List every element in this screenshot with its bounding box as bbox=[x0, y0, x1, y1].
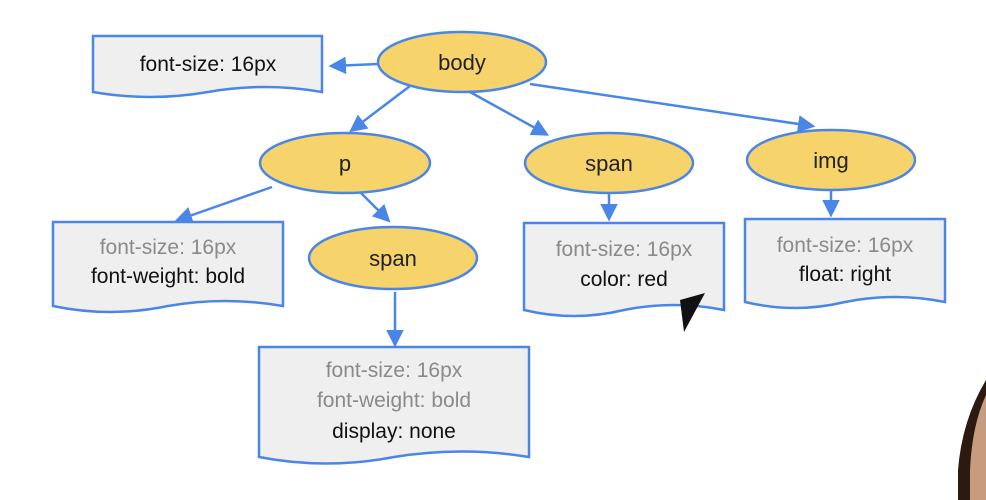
edges bbox=[174, 56, 840, 348]
edge-p-to-span bbox=[357, 189, 391, 223]
node-span: span bbox=[523, 131, 695, 195]
style-box-span-in-p: font-size: 16px font-weight: bold displa… bbox=[257, 345, 531, 465]
node-p: p bbox=[258, 131, 432, 195]
style-line-inherited: font-size: 16px bbox=[100, 236, 237, 259]
style-line: color: red bbox=[580, 268, 668, 291]
node-label: span bbox=[585, 151, 633, 176]
style-box-body: font-size: 16px bbox=[91, 34, 324, 99]
node-span-in-p: span bbox=[307, 225, 479, 291]
node-label: body bbox=[438, 50, 486, 75]
style-line-inherited: font-size: 16px bbox=[556, 238, 693, 261]
style-box-span: font-size: 16px color: red bbox=[522, 221, 726, 318]
style-line-inherited: font-weight: bold bbox=[317, 389, 471, 412]
style-line: font-size: 16px bbox=[140, 53, 277, 76]
style-line: float: right bbox=[799, 263, 891, 286]
style-box-img: font-size: 16px float: right bbox=[743, 217, 947, 310]
style-line-inherited: font-size: 16px bbox=[326, 359, 463, 382]
edge-body-to-p bbox=[349, 85, 411, 133]
presenter-skin bbox=[970, 395, 986, 500]
pen-mark bbox=[680, 293, 705, 332]
style-box-p: font-size: 16px font-weight: bold bbox=[51, 220, 285, 314]
style-line: font-weight: bold bbox=[91, 265, 245, 288]
node-img: img bbox=[745, 128, 917, 192]
edge-body-to-style bbox=[328, 56, 379, 75]
node-label: p bbox=[339, 151, 351, 176]
style-line-inherited: font-size: 16px bbox=[777, 234, 914, 257]
node-label: img bbox=[813, 148, 848, 173]
edge-body-to-span bbox=[469, 90, 550, 136]
edge-p-to-style bbox=[174, 185, 273, 224]
node-label: span bbox=[369, 246, 417, 271]
edge-body-to-img bbox=[529, 82, 816, 133]
node-body: body bbox=[376, 30, 548, 94]
style-line: display: none bbox=[332, 420, 456, 443]
